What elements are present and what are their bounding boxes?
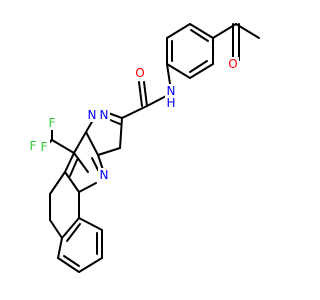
molecule-structure-drawing: O O N H N N N F F F	[27, 23, 260, 273]
bond	[189, 60, 208, 73]
bond	[61, 217, 80, 239]
bond	[91, 157, 99, 171]
bond	[69, 159, 78, 177]
bond	[64, 171, 80, 193]
bond	[119, 117, 123, 149]
bonds	[39, 23, 260, 273]
label-backing	[46, 116, 58, 130]
bond	[78, 217, 103, 231]
fluorine-left-label: F	[30, 139, 37, 153]
label-backing	[27, 139, 39, 153]
bond	[143, 81, 148, 107]
bond	[166, 23, 191, 39]
bond	[78, 182, 97, 193]
pyrazole-n1-label: N	[88, 108, 97, 122]
bond	[166, 63, 191, 79]
bond	[138, 81, 143, 107]
bond	[73, 152, 89, 173]
pyrimidine-nitrogen-label: N	[100, 168, 109, 182]
bond	[49, 171, 66, 195]
bond	[63, 255, 80, 267]
bond	[166, 63, 171, 85]
bond	[189, 23, 214, 39]
bond	[85, 131, 99, 156]
label-backing	[98, 168, 110, 182]
bond	[189, 63, 214, 79]
amide-oxygen-label: O	[135, 66, 144, 80]
amide-nitrogen-label: N	[167, 84, 176, 98]
bond	[121, 105, 148, 119]
fluorine-mid-label: F	[41, 140, 48, 154]
fluorine-top-label: F	[49, 116, 56, 130]
molecule-svg: O O N H N N N F F F	[27, 23, 260, 273]
acetyl-oxygen-label: O	[228, 57, 237, 71]
bond	[49, 219, 63, 239]
label-backing	[38, 140, 50, 154]
bond	[97, 147, 121, 156]
label-backing	[86, 108, 110, 122]
bond	[57, 257, 80, 273]
pyrazole-n2-label: N	[100, 108, 109, 122]
bond	[66, 223, 81, 242]
bond	[57, 237, 63, 259]
atom-labels: O O N H N N N F F F	[27, 57, 239, 182]
bond	[97, 154, 104, 171]
label-backing	[227, 57, 239, 71]
label-backing	[134, 66, 146, 80]
bond	[190, 29, 209, 42]
amide-hydrogen-label: H	[166, 96, 175, 110]
bond	[64, 152, 75, 173]
bond	[73, 131, 87, 154]
label-backing	[165, 84, 177, 108]
bond	[78, 257, 103, 273]
bond	[51, 139, 75, 154]
